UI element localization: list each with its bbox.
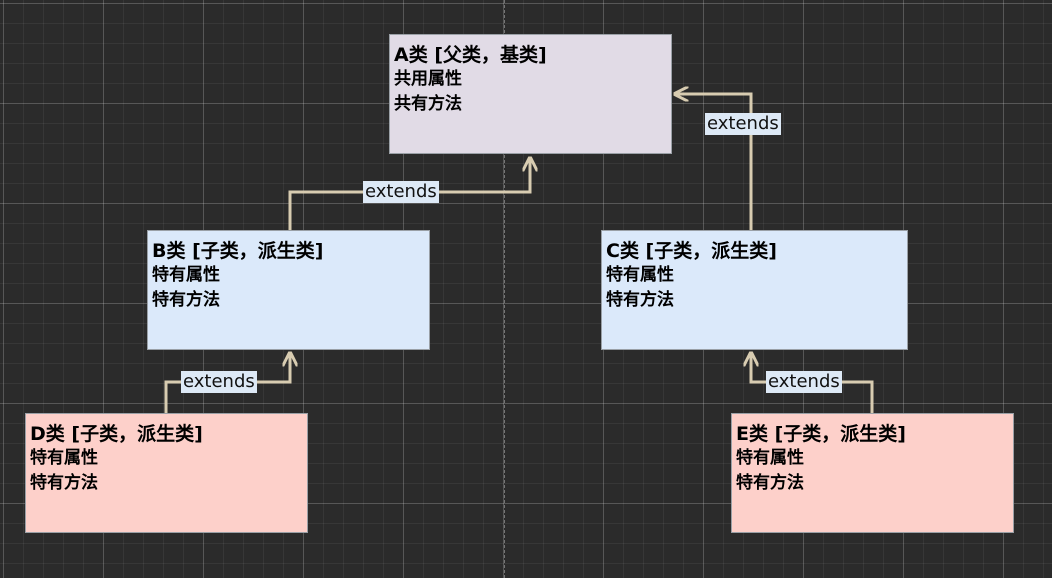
class-node-e-methods: 特有方法 xyxy=(736,473,804,493)
class-node-a-attributes: 共用属性 xyxy=(394,69,462,89)
class-node-d-title: D类 [子类，派生类] xyxy=(30,423,203,445)
class-node-b-attributes: 特有属性 xyxy=(152,265,220,285)
class-node-d-attributes: 特有属性 xyxy=(30,448,98,468)
class-node-d-methods: 特有方法 xyxy=(30,473,98,493)
class-node-a-methods: 共有方法 xyxy=(394,94,462,114)
class-node-d[interactable]: D类 [子类，派生类] 特有属性 特有方法 xyxy=(25,413,308,533)
edge-b-to-a-label[interactable]: extends xyxy=(363,181,439,203)
edge-c-to-a[interactable] xyxy=(675,94,753,230)
class-node-e-title: E类 [子类，派生类] xyxy=(736,423,906,445)
class-node-c-methods: 特有方法 xyxy=(606,290,674,310)
edge-d-to-b-label[interactable]: extends xyxy=(181,371,257,393)
class-node-a-title: A类 [父类，基类] xyxy=(394,44,547,66)
edge-c-to-a-label[interactable]: extends xyxy=(705,113,781,135)
class-node-e[interactable]: E类 [子类，派生类] 特有属性 特有方法 xyxy=(731,413,1014,533)
class-node-b[interactable]: B类 [子类，派生类] 特有属性 特有方法 xyxy=(147,230,430,350)
class-node-b-title: B类 [子类，派生类] xyxy=(152,240,324,262)
class-node-c-title: C类 [子类，派生类] xyxy=(606,240,777,262)
center-guide-line xyxy=(504,0,505,578)
class-node-b-methods: 特有方法 xyxy=(152,290,220,310)
class-node-c[interactable]: C类 [子类，派生类] 特有属性 特有方法 xyxy=(601,230,908,350)
class-node-a[interactable]: A类 [父类，基类] 共用属性 共有方法 xyxy=(389,34,672,154)
class-node-e-attributes: 特有属性 xyxy=(736,448,804,468)
edge-e-to-c-label[interactable]: extends xyxy=(766,371,842,393)
class-node-c-attributes: 特有属性 xyxy=(606,265,674,285)
